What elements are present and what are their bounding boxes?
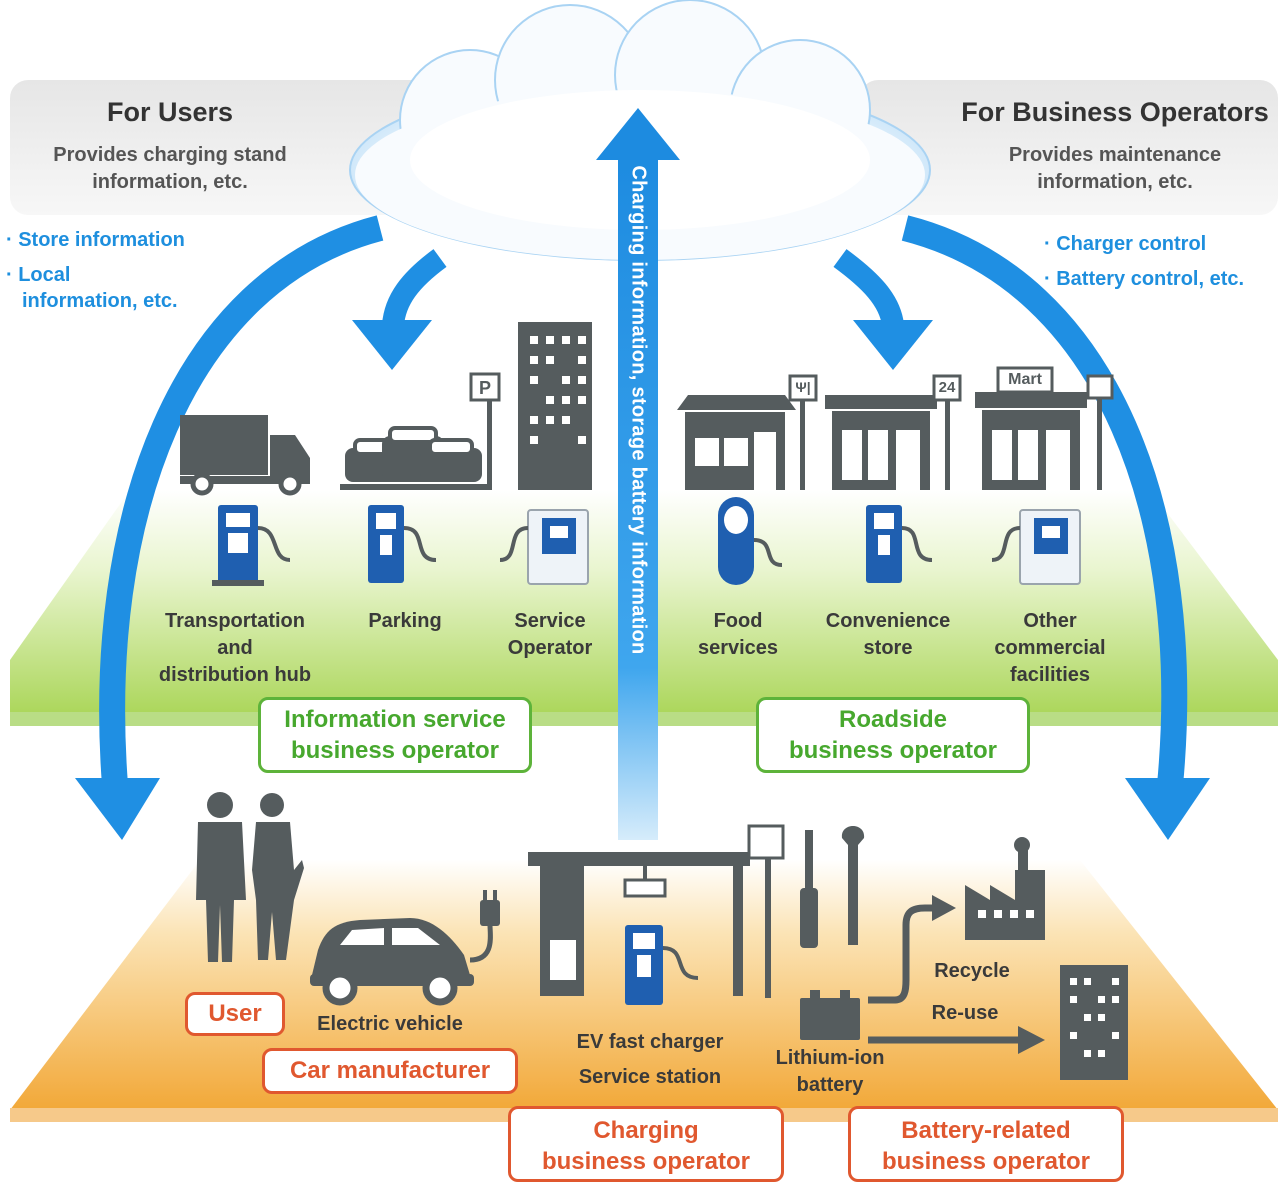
roadside-operator-line2: business operator	[788, 737, 998, 764]
label-food-1: Food	[713, 610, 763, 632]
reuse-building-icon	[1060, 965, 1128, 1080]
label-food-2: services	[697, 637, 779, 659]
office-building-icon	[518, 322, 592, 490]
battery-icon	[800, 990, 860, 1040]
right-down-arrowhead	[853, 320, 933, 370]
recycle-arrow	[868, 904, 935, 1004]
restaurant-sign	[788, 374, 818, 402]
parking-sign	[469, 372, 501, 402]
operators-bullet-battery: · Battery control, etc.	[1044, 268, 1245, 290]
users-panel-subtitle-line2: information, etc.	[92, 171, 248, 193]
label-recycle: Recycle	[934, 960, 1010, 982]
label-transportation-1: Transportation	[164, 610, 305, 632]
label-other-1: Other	[1023, 610, 1077, 632]
charger-icon-convenience	[866, 505, 933, 583]
right-arc-arrow	[901, 215, 1188, 787]
mart-pole-sign	[1086, 374, 1114, 400]
info-service-operator-box: Information service business operator	[258, 697, 532, 773]
label-service-station: Service station	[578, 1066, 722, 1088]
convenience-store-icon	[825, 395, 950, 490]
roadside-operator-box: Roadside business operator	[756, 697, 1030, 773]
charging-operator-box: Charging business operator	[508, 1106, 784, 1182]
battery-operator-line2: business operator	[881, 1148, 1091, 1175]
mart-building-icon	[975, 392, 1102, 490]
operators-panel-subtitle-line1: Provides maintenance	[1008, 144, 1222, 166]
operators-panel	[860, 80, 1278, 215]
users-panel	[10, 80, 430, 215]
users-bullet-local: · Local	[6, 264, 71, 286]
tools-icon	[800, 826, 865, 948]
operators-panel-subtitle-line2: information, etc.	[1037, 171, 1193, 193]
charging-operator-line1: Charging	[593, 1117, 699, 1144]
mart-sign-label: Mart	[1008, 371, 1042, 388]
battery-operator-line1: Battery-related	[901, 1117, 1071, 1144]
right-down-arrow	[833, 249, 904, 327]
operators-panel-title: For Business Operators	[961, 97, 1269, 127]
store-24-sign-label: 24	[938, 379, 956, 396]
restaurant-sign-label: Ψ|	[795, 379, 811, 395]
store-24-sign	[932, 374, 962, 402]
users-panel-title: For Users	[106, 97, 234, 127]
battery-operator-box: Battery-related business operator	[848, 1106, 1124, 1182]
users-bullet-local-cont: information, etc.	[22, 290, 178, 312]
charger-icon-transportation	[212, 505, 291, 586]
left-arc-arrowhead	[75, 778, 160, 840]
label-lithium-1: Lithium-ion	[775, 1047, 885, 1069]
label-transportation-3: distribution hub	[158, 664, 312, 686]
label-transportation-2: and	[217, 637, 253, 659]
center-arrow-label: Charging information, storage battery in…	[627, 165, 650, 655]
ev-fast-charger-icon	[625, 925, 699, 1005]
label-service-1: Service	[514, 610, 586, 632]
label-parking: Parking	[368, 610, 442, 632]
left-down-arrowhead	[352, 320, 432, 370]
charger-icon-commercial	[991, 509, 1081, 585]
center-up-arrowhead	[596, 108, 680, 160]
roadside-operator-line1: Roadside	[838, 706, 948, 733]
electric-car-icon	[310, 890, 500, 1006]
center-up-arrow-shaft	[618, 150, 658, 840]
recycle-factory-icon	[965, 837, 1045, 940]
label-service-2: Operator	[507, 637, 593, 659]
label-ev-fast-charger: EV fast charger	[576, 1031, 724, 1053]
label-convenience-1: Convenience	[825, 610, 951, 632]
car-manufacturer-box: Car manufacturer	[262, 1048, 518, 1094]
label-convenience-2: store	[863, 637, 913, 659]
right-arc-arrowhead	[1125, 778, 1210, 840]
service-station-icon	[528, 852, 771, 998]
parking-cars-icon	[340, 395, 492, 490]
reuse-arrowhead	[1018, 1026, 1045, 1054]
info-service-operator-line1: Information service	[284, 706, 506, 733]
info-service-operator-line2: business operator	[290, 737, 500, 764]
label-other-2: commercial	[994, 637, 1106, 659]
truck-icon	[180, 415, 310, 496]
charging-operator-line2: business operator	[541, 1148, 751, 1175]
charger-icon-parking	[368, 505, 437, 583]
label-other-3: facilities	[1009, 664, 1091, 686]
charger-icon-service	[499, 509, 589, 585]
mart-sign	[996, 366, 1054, 394]
people-icon	[196, 792, 304, 962]
operators-bullet-charger: · Charger control	[1044, 233, 1207, 255]
restaurant-building-icon	[677, 395, 805, 490]
charger-icon-food	[718, 497, 783, 585]
station-sign	[747, 824, 785, 860]
parking-sign-label: P	[478, 378, 491, 398]
label-electric-vehicle: Electric vehicle	[317, 1013, 463, 1035]
users-panel-subtitle-line1: Provides charging stand	[53, 144, 287, 166]
recycle-arrowhead	[932, 895, 956, 921]
left-down-arrow	[382, 249, 447, 327]
left-arc-arrow	[99, 215, 384, 786]
users-bullet-store: · Store information	[6, 229, 185, 251]
label-lithium-2: battery	[796, 1074, 864, 1096]
user-box: User	[185, 992, 285, 1036]
label-reuse: Re-use	[931, 1002, 999, 1024]
